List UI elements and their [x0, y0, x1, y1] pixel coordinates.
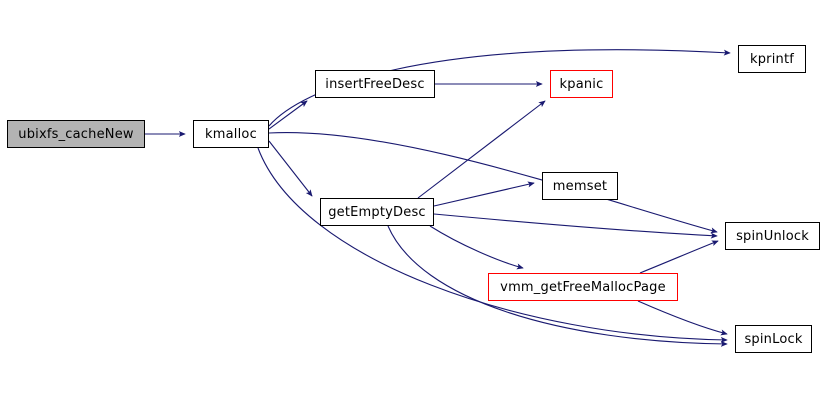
node-label: memset — [552, 178, 608, 194]
edge-kmalloc-to-insertFreeDesc — [268, 100, 308, 130]
node-label: kmalloc — [205, 126, 257, 142]
node-insertFreeDesc[interactable]: insertFreeDesc — [315, 70, 435, 98]
node-label: spinLock — [744, 331, 803, 347]
edge-kmalloc-to-spinUnlock — [268, 131, 718, 234]
edge-kmalloc-to-spinLock — [257, 147, 728, 343]
edge-kmalloc-to-getEmptyDesc — [268, 140, 313, 197]
edge-kmalloc-to-kprintf — [268, 49, 731, 127]
node-label: ubixfs_cacheNew — [18, 126, 134, 142]
node-ubixfs-cacheNew[interactable]: ubixfs_cacheNew — [7, 120, 145, 148]
node-label: insertFreeDesc — [325, 76, 425, 92]
edge-vmm_getFreeMallocPage-to-spinLock — [637, 300, 728, 336]
node-kprintf[interactable]: kprintf — [738, 45, 806, 73]
edge-getEmptyDesc-to-spinUnlock — [433, 213, 718, 239]
node-getEmptyDesc[interactable]: getEmptyDesc — [320, 198, 434, 226]
node-label: kpanic — [559, 76, 604, 92]
edge-vmm_getFreeMallocPage-to-spinUnlock — [639, 240, 719, 274]
node-memset[interactable]: memset — [542, 172, 618, 200]
node-spinLock[interactable]: spinLock — [735, 325, 812, 353]
node-spinUnlock[interactable]: spinUnlock — [725, 222, 820, 250]
edge-getEmptyDesc-to-kpanic — [417, 100, 546, 199]
edge-getEmptyDesc-to-vmm_getFreeMallocPage — [429, 225, 524, 270]
node-label: getEmptyDesc — [328, 204, 426, 220]
node-kpanic[interactable]: kpanic — [550, 70, 613, 98]
node-label: spinUnlock — [736, 228, 809, 244]
edge-getEmptyDesc-to-memset — [433, 181, 535, 207]
node-vmm-getFreeMallocPage[interactable]: vmm_getFreeMallocPage — [488, 273, 678, 301]
node-label: vmm_getFreeMallocPage — [500, 279, 666, 295]
edge-getEmptyDesc-to-spinLock — [387, 225, 728, 347]
node-label: kprintf — [749, 51, 795, 67]
node-kmalloc[interactable]: kmalloc — [193, 120, 269, 148]
